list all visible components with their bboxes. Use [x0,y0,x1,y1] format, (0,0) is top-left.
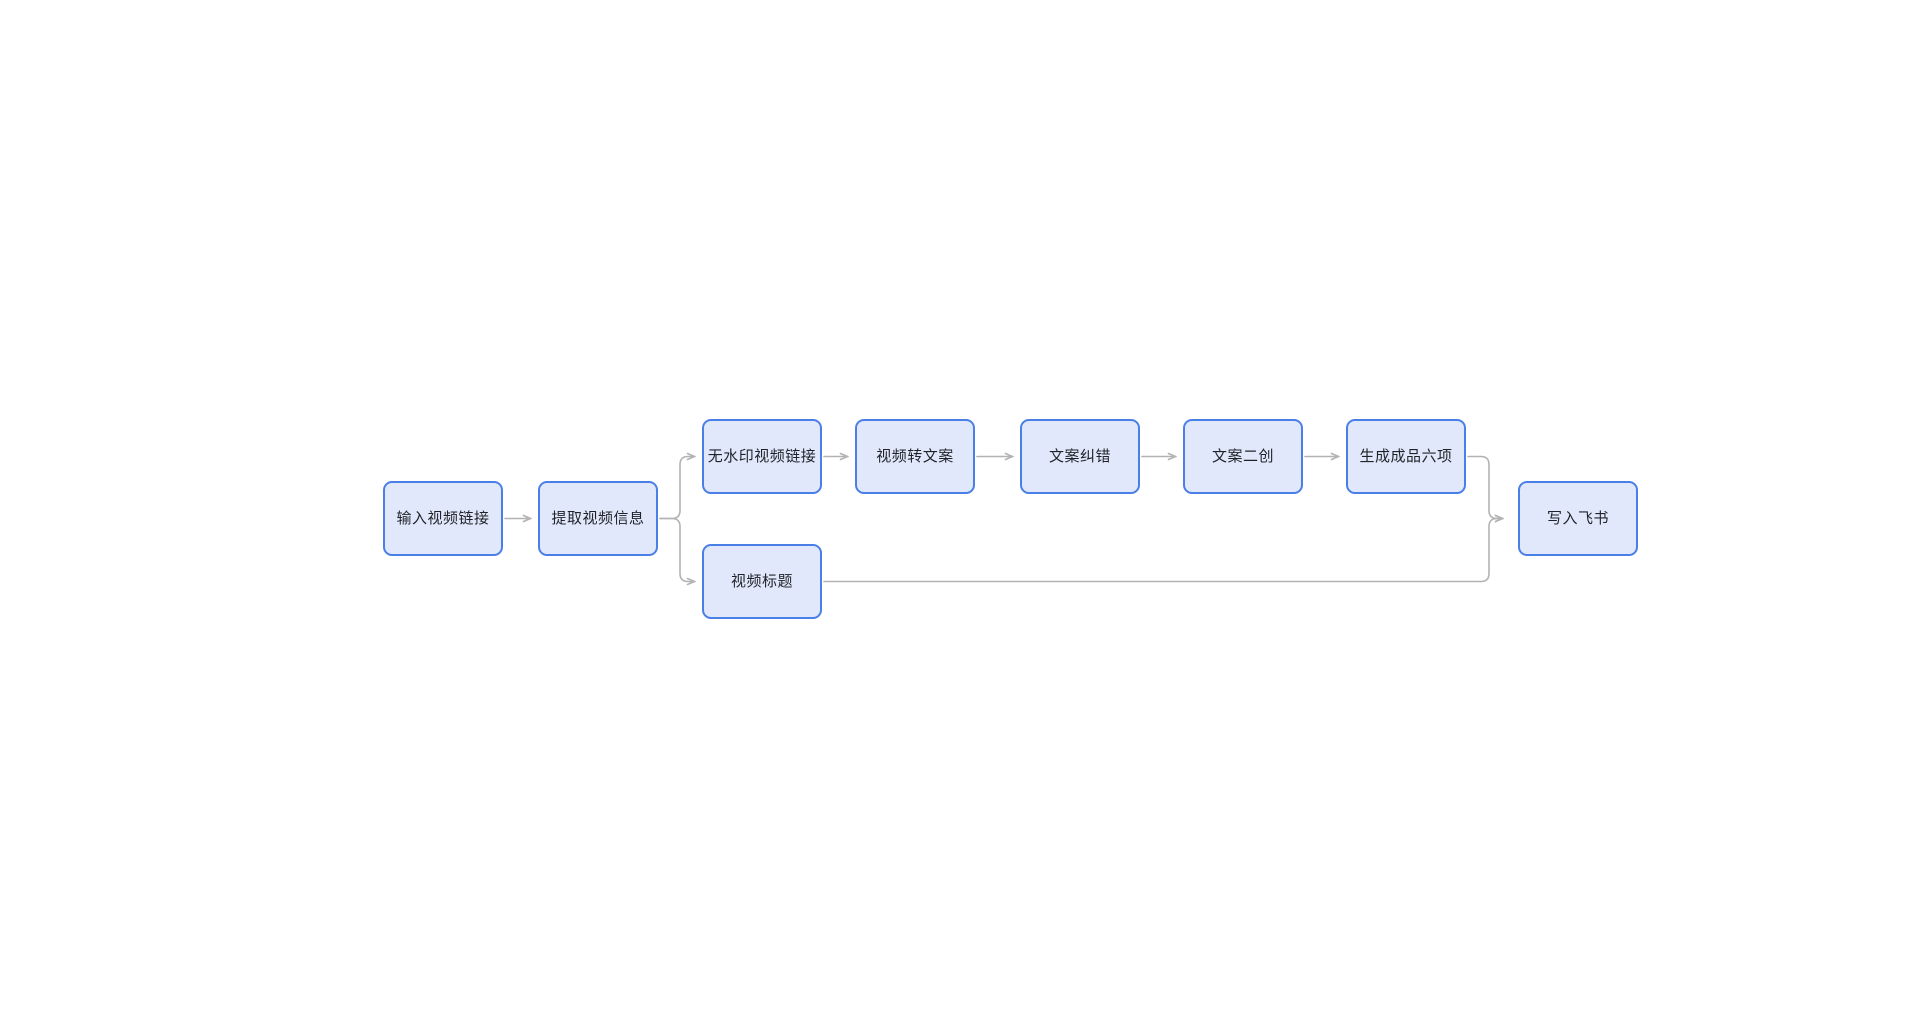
node-label: 文案纠错 [1048,447,1111,465]
edge-generate-six-items-to-feishu [1467,455,1504,523]
node-input-video-link[interactable]: 输入视频链接 [383,481,503,556]
node-extract-video-info[interactable]: 提取视频信息 [538,481,658,556]
node-script-proofread[interactable]: 文案纠错 [1020,419,1140,494]
node-generate-six-items[interactable]: 生成成品六项 [1346,419,1466,494]
node-label: 视频标题 [730,572,793,590]
node-label: 视频转文案 [876,447,954,465]
node-label: 写入飞书 [1546,509,1609,527]
node-video-to-script[interactable]: 视频转文案 [855,419,975,494]
node-write-to-feishu[interactable]: 写入飞书 [1518,481,1638,556]
node-label: 文案二创 [1211,447,1274,465]
node-script-rewrite[interactable]: 文案二创 [1183,419,1303,494]
node-label: 无水印视频链接 [707,447,817,465]
node-label: 输入视频链接 [396,509,490,527]
node-label: 生成成品六项 [1359,447,1453,465]
node-label: 提取视频信息 [551,509,645,527]
edge-extract-to-watermark-free [659,452,696,520]
node-video-title[interactable]: 视频标题 [702,544,822,619]
edge-extract-to-video-title [659,517,696,586]
node-watermark-free-link[interactable]: 无水印视频链接 [702,419,822,494]
edge-video-title-to-feishu [823,514,1504,583]
